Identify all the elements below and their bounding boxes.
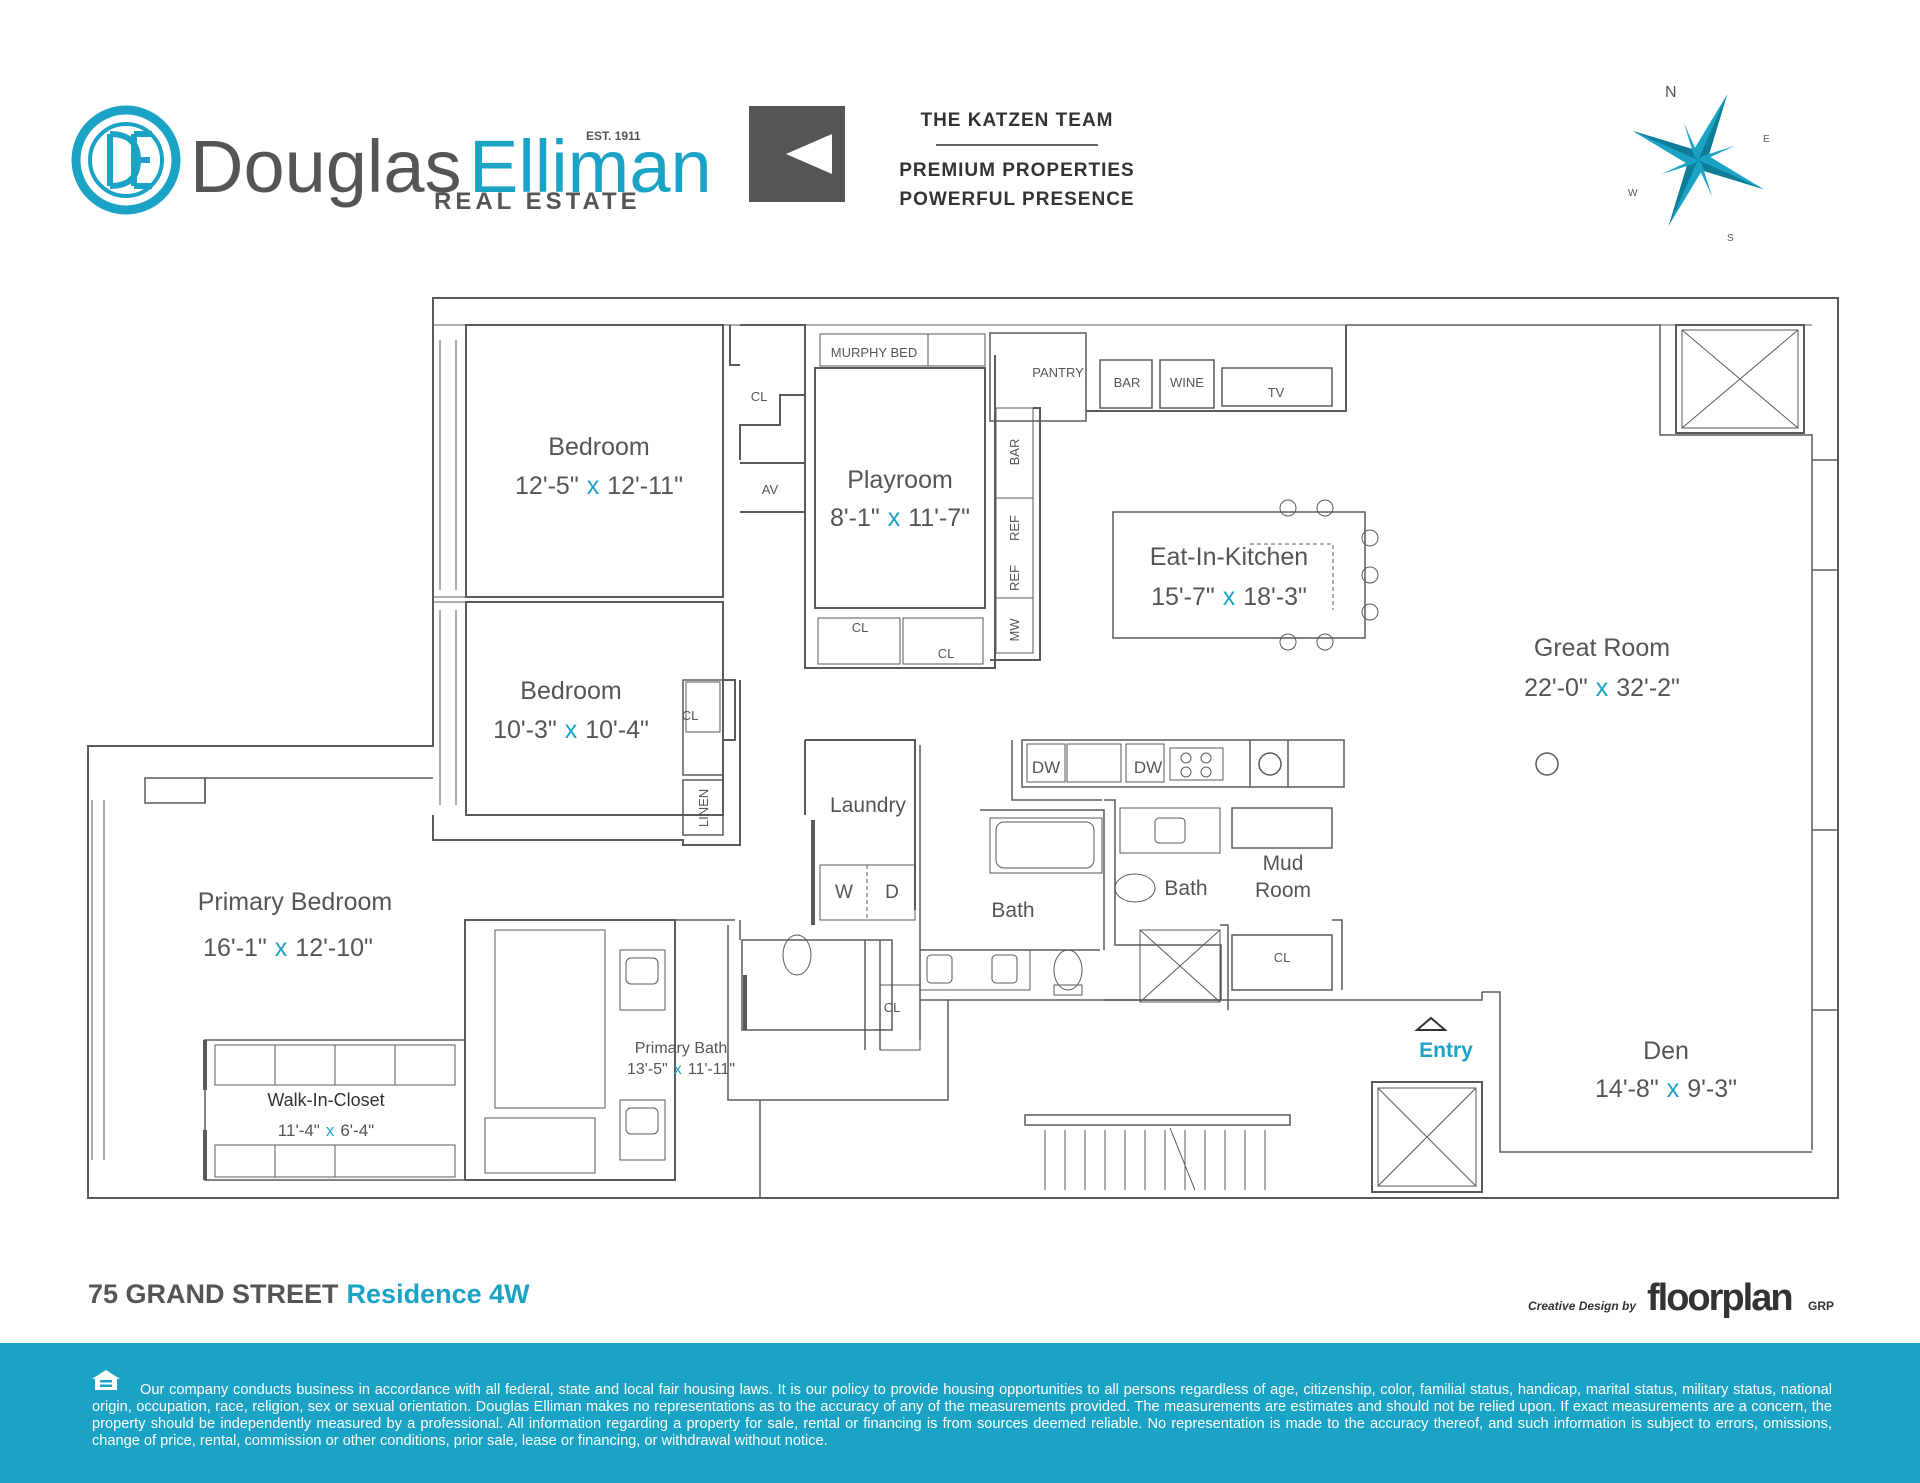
fixture-washer: W: [835, 882, 853, 903]
established-label: EST. 1911: [586, 129, 641, 143]
room-playroom-name: Playroom: [847, 466, 953, 494]
brand-name-douglas: Douglas: [190, 125, 462, 208]
fixture-dishwasher-2: DW: [1134, 758, 1162, 777]
disclaimer-text: Our company conducts business in accorda…: [92, 1382, 1832, 1449]
brand-subtitle: REAL ESTATE: [434, 188, 641, 215]
fixture-bar-side: BAR: [1007, 439, 1022, 466]
room-bedroom-1-name: Bedroom: [548, 433, 649, 461]
room-mud-room-line2: Room: [1255, 879, 1311, 902]
credit-prefix: Creative Design by: [1528, 1299, 1637, 1313]
de-monogram-icon: [107, 131, 152, 189]
room-walk-in-closet-name: Walk-In-Closet: [267, 1090, 384, 1110]
fixture-bar-top: BAR: [1114, 375, 1141, 390]
compass-w: W: [1628, 188, 1638, 199]
equal-housing-icon: [92, 1370, 120, 1390]
compass-n: N: [1665, 84, 1677, 101]
team-tagline-1: PREMIUM PROPERTIES: [899, 160, 1134, 181]
compass-e: E: [1763, 134, 1770, 145]
room-laundry-name: Laundry: [830, 794, 906, 817]
room-kitchen-name: Eat-In-Kitchen: [1150, 543, 1308, 571]
fixture-closet-bath: CL: [884, 1000, 901, 1015]
floorplan-walls: [87, 297, 1839, 1199]
compass-s: S: [1727, 233, 1734, 244]
room-bath-1-name: Bath: [991, 899, 1034, 922]
room-bath-2-name: Bath: [1164, 877, 1207, 900]
column-marker: [1535, 752, 1559, 776]
room-primary-bedroom-name: Primary Bedroom: [198, 888, 393, 916]
room-mud-room-line1: Mud: [1263, 852, 1304, 875]
fixture-ref-1: REF: [1007, 515, 1022, 541]
fixture-ref-2: REF: [1007, 565, 1022, 591]
douglas-elliman-logo: Douglas Elliman EST. 1911 REAL ESTATE: [71, 105, 712, 215]
entry-arrow-icon: [1414, 1016, 1448, 1031]
room-primary-bath-name: Primary Bath: [635, 1040, 727, 1057]
brand-name-elliman: Elliman: [469, 125, 712, 208]
room-great-room-name: Great Room: [1534, 634, 1670, 662]
fixture-dishwasher-1: DW: [1032, 758, 1060, 777]
credit-brand: floorplan: [1647, 1277, 1792, 1319]
fixture-closet-bed1: CL: [751, 389, 768, 404]
fixture-closet-play1: CL: [852, 620, 869, 635]
fixture-dryer: D: [885, 882, 899, 903]
team-tagline-2: POWERFUL PRESENCE: [899, 189, 1134, 210]
room-den-name: Den: [1643, 1037, 1689, 1065]
team-name: THE KATZEN TEAM: [920, 110, 1113, 131]
credit-suffix: GRP: [1808, 1299, 1834, 1313]
room-bedroom-2-name: Bedroom: [520, 677, 621, 705]
room-entry-name: Entry: [1419, 1039, 1473, 1062]
fixture-tv: TV: [1268, 385, 1285, 400]
footer-bar: [0, 1343, 1920, 1483]
fixture-linen: LINEN: [696, 789, 711, 827]
fixture-av: AV: [762, 482, 779, 497]
fixture-closet-play2: CL: [938, 646, 955, 661]
fixture-closet-bed2: CL: [682, 708, 699, 723]
fixture-closet-mud: CL: [1274, 950, 1291, 965]
fixture-microwave: MW: [1007, 618, 1022, 642]
fixture-murphy-bed: MURPHY BED: [831, 345, 917, 360]
fixture-wine: WINE: [1170, 375, 1204, 390]
katzen-team-logo: [749, 106, 845, 202]
fixture-pantry: PANTRY: [1032, 365, 1084, 380]
compass-rose-icon: [1632, 94, 1764, 226]
